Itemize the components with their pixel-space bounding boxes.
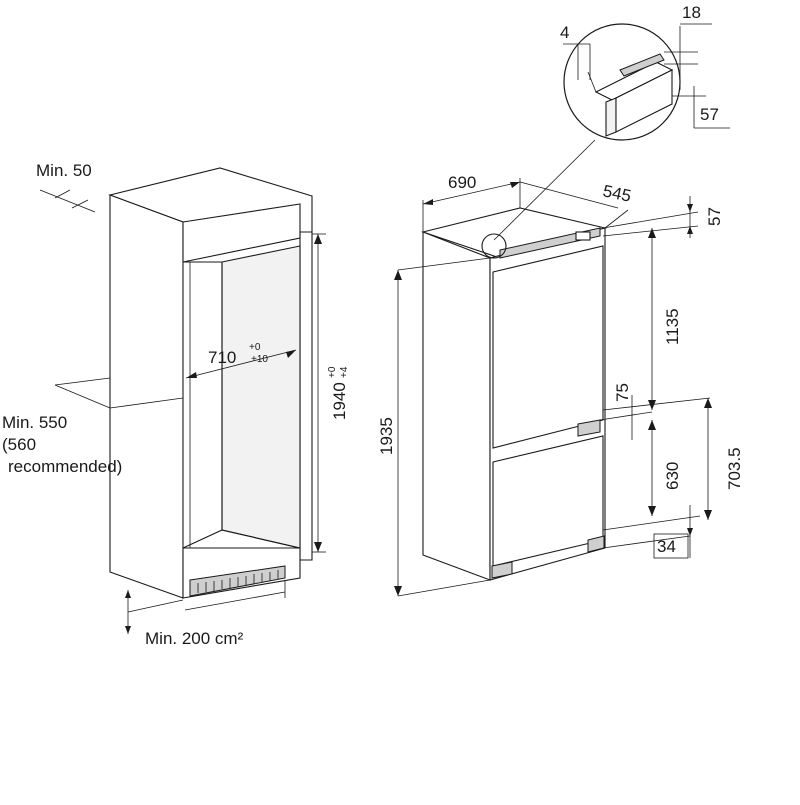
niche-width-label: 710 [208,348,236,367]
dim-foot: 34 [602,505,693,559]
dim-lower-total: 703.5 [704,398,744,520]
dim-min-depth: Min. 550 (560 recommended) [2,377,184,476]
middle-hinge [577,419,601,437]
detail-marker [481,233,507,259]
top-hinge-rail [499,227,601,259]
total-height-label: 1935 [377,417,396,455]
dim-gap: 75 [599,383,653,440]
appliance-foot [491,561,513,579]
detail-gap-top-label: 18 [682,3,701,22]
ventilation-label: Min. 200 cm² [145,629,244,648]
appliance-depth-label: 545 [601,181,633,205]
detail-gap-right-label: 57 [700,105,719,124]
lower-total-label: 703.5 [725,447,744,490]
niche-height-tol-upper: +0 [327,366,338,378]
niche-height-label: 1940 [330,382,349,420]
detail-gap-left-label: 4 [560,23,569,42]
niche-right-side [299,231,313,561]
min-depth-line1: Min. 550 [2,413,67,432]
dim-niche-height: 1940 +0 +4 [312,233,350,553]
foot-label: 34 [657,537,676,556]
niche-width-tol-lower: +10 [251,354,268,365]
dim-min-top-gap: Min. 50 [36,161,96,213]
niche-back-wall [221,245,301,549]
dim-niche-width: 710 +0 +10 [185,342,297,379]
appliance-drawing: 690 545 57 1935 [377,173,744,597]
min-depth-line2: (560 [2,435,36,454]
dim-lower-section: 630 [602,420,701,531]
min-depth-line3: recommended) [8,457,122,476]
niche-height-tol-lower: +4 [339,366,350,378]
dim-upper-section: 1135 [602,228,711,411]
appliance-side [422,231,491,581]
top-offset-label: 57 [705,207,724,226]
detail-view: 4 18 57 [481,3,730,259]
lower-section-label: 630 [663,462,682,490]
niche-drawing: Min. 50 710 +0 +10 1940 +0 +4 [2,161,350,648]
dim-ventilation: Min. 200 cm² [125,580,286,648]
appliance-width-label: 690 [448,173,476,192]
dim-top-offset: 57 [602,196,724,238]
dim-appliance-width: 690 [422,173,521,232]
grille-slats [197,570,279,593]
min-top-gap-label: Min. 50 [36,161,92,180]
upper-section-label: 1135 [663,308,682,345]
upper-door [492,245,604,449]
dim-total-height: 1935 [377,257,491,597]
top-hinge [575,231,591,241]
niche-width-tol-upper: +0 [249,342,261,353]
niche-left-side [109,194,184,599]
gap-label: 75 [613,383,632,402]
niche-front-rail [182,203,301,263]
